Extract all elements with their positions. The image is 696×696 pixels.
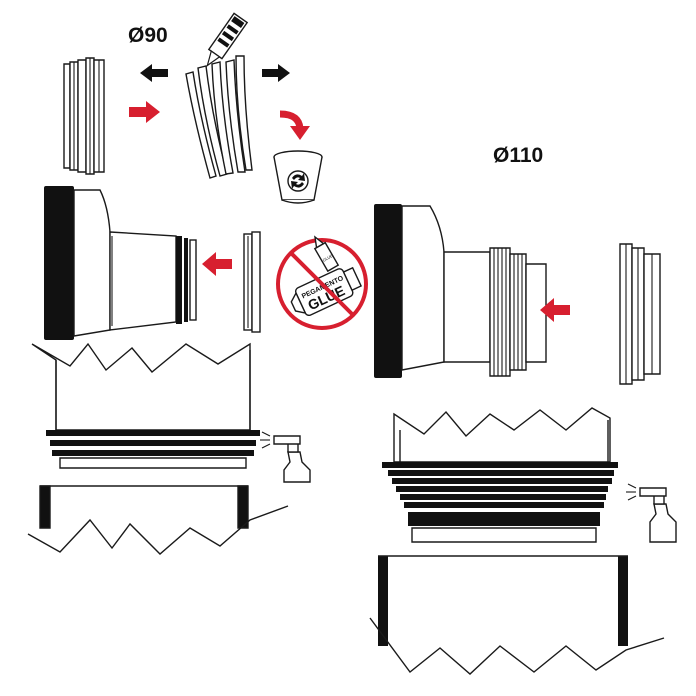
label-d90: Ø90 xyxy=(128,24,168,47)
seal-ring-stack xyxy=(63,57,105,175)
fitting-d110 xyxy=(374,204,547,378)
arrow-right-black xyxy=(262,64,290,82)
glue-tube-text: GLUE xyxy=(322,253,334,263)
install-d110 xyxy=(369,407,665,675)
spray-bottle-icon-2 xyxy=(626,483,677,543)
recycle-bin xyxy=(273,150,323,204)
install-d90 xyxy=(27,342,289,555)
arrow-left-red-2 xyxy=(540,298,570,322)
right-seal-ring-stack xyxy=(619,243,661,385)
arrow-right-red xyxy=(129,101,160,123)
recycle-icon xyxy=(287,170,309,192)
single-seal-ring xyxy=(243,231,261,333)
no-glue-sign: PEGAMENTO GLUE GLUE xyxy=(276,235,368,330)
arrow-curved-red xyxy=(279,110,310,140)
utility-knife-icon xyxy=(206,12,249,67)
spray-bottle-icon xyxy=(260,431,311,483)
fitting-d90 xyxy=(44,186,197,340)
arrow-left-black xyxy=(140,64,168,82)
label-d110: Ø110 xyxy=(493,144,543,167)
cut-seal-rings xyxy=(185,55,253,179)
arrow-left-red xyxy=(202,252,232,276)
